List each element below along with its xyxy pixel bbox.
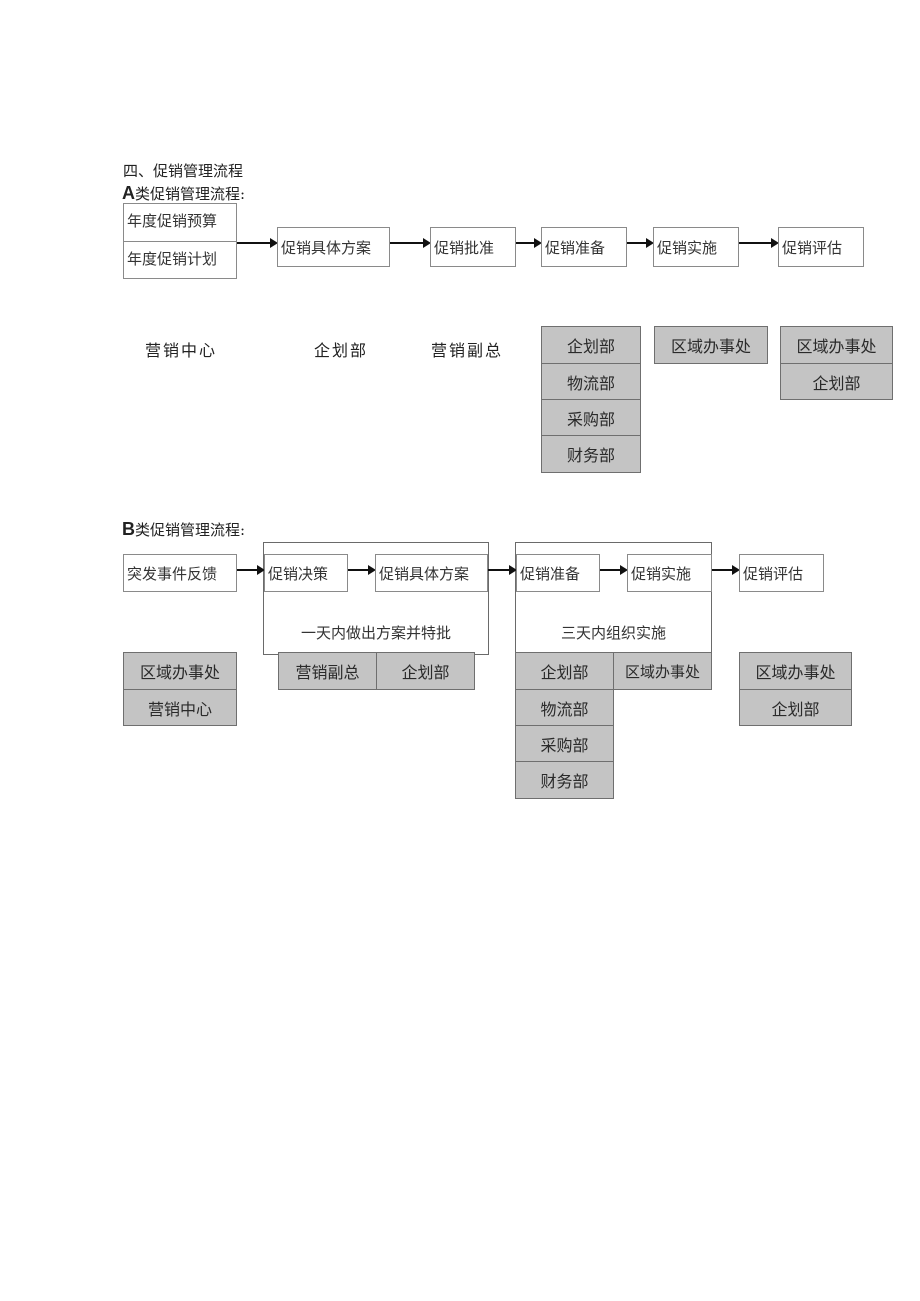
flow-b-step-implementation: 促销实施 — [627, 554, 712, 592]
flow-b-group2-owner: 采购部 — [515, 725, 614, 762]
flow-a-budget: 年度促销预算 — [124, 204, 236, 242]
flow-b-group2-owner: 区域办事处 — [613, 652, 712, 690]
flow-a-impl-owner: 区域办事处 — [654, 326, 768, 364]
flow-b-group2-owner: 财务部 — [515, 761, 614, 799]
arrow-icon — [237, 565, 265, 575]
arrow-icon — [600, 565, 628, 575]
flow-a-start-box: 年度促销预算 年度促销计划 — [123, 203, 237, 279]
flow-a-step-approval: 促销批准 — [430, 227, 516, 267]
flow-b-group2-owner: 企划部 — [515, 652, 614, 690]
flow-a-prep-owner: 物流部 — [541, 363, 641, 400]
arrow-icon — [237, 238, 278, 248]
arrow-icon — [739, 238, 779, 248]
arrow-icon — [348, 565, 376, 575]
flow-b-group2-owner: 物流部 — [515, 689, 614, 726]
flow-a-prep-owner: 财务部 — [541, 435, 641, 473]
flow-a-prep-owner: 企划部 — [541, 326, 641, 364]
flow-b-heading: B类促销管理流程: — [122, 519, 245, 540]
flow-b-letter: B — [122, 519, 135, 539]
flow-b-step-plan: 促销具体方案 — [375, 554, 488, 592]
section-title: 四、促销管理流程 — [123, 162, 244, 180]
flow-b-step-decision: 促销决策 — [264, 554, 348, 592]
arrow-icon — [627, 238, 654, 248]
flow-b-start-owner: 营销中心 — [123, 689, 237, 726]
flow-b-start-owner: 区域办事处 — [123, 652, 237, 690]
flow-a-eval-owner: 区域办事处 — [780, 326, 893, 364]
flow-b-group1-owner: 营销副总 — [278, 652, 377, 690]
flow-b-step-evaluation: 促销评估 — [739, 554, 824, 592]
arrow-icon — [390, 238, 431, 248]
flow-a-step-plan: 促销具体方案 — [277, 227, 390, 267]
flow-a-eval-owner: 企划部 — [780, 363, 893, 400]
flow-b-group2-label: 三天内组织实施 — [560, 624, 666, 642]
flow-b-step-preparation: 促销准备 — [516, 554, 600, 592]
arrow-icon — [712, 565, 740, 575]
flow-a-plan: 年度促销计划 — [127, 250, 218, 268]
flow-a-owner-start: 营销中心 — [145, 341, 218, 360]
flow-b-eval-owner: 区域办事处 — [739, 652, 852, 690]
flow-a-heading: A类促销管理流程: — [122, 183, 245, 204]
flow-a-letter: A — [122, 183, 135, 203]
flow-b-heading-text: 类促销管理流程: — [135, 521, 246, 539]
flow-a-owner-approval: 营销副总 — [431, 341, 504, 360]
flow-b-step-feedback: 突发事件反馈 — [123, 554, 237, 592]
flow-b-eval-owner: 企划部 — [739, 689, 852, 726]
flow-a-prep-owner: 采购部 — [541, 399, 641, 436]
arrow-icon — [516, 238, 542, 248]
arrow-icon — [488, 565, 517, 575]
flow-a-owner-plan: 企划部 — [314, 341, 369, 360]
flow-a-step-evaluation: 促销评估 — [778, 227, 864, 267]
flow-b-group1-owner: 企划部 — [376, 652, 475, 690]
flow-a-step-preparation: 促销准备 — [541, 227, 627, 267]
flow-a-heading-text: 类促销管理流程: — [135, 185, 246, 203]
flow-a-step-implementation: 促销实施 — [653, 227, 739, 267]
flow-b-group1-label: 一天内做出方案并特批 — [300, 624, 451, 642]
